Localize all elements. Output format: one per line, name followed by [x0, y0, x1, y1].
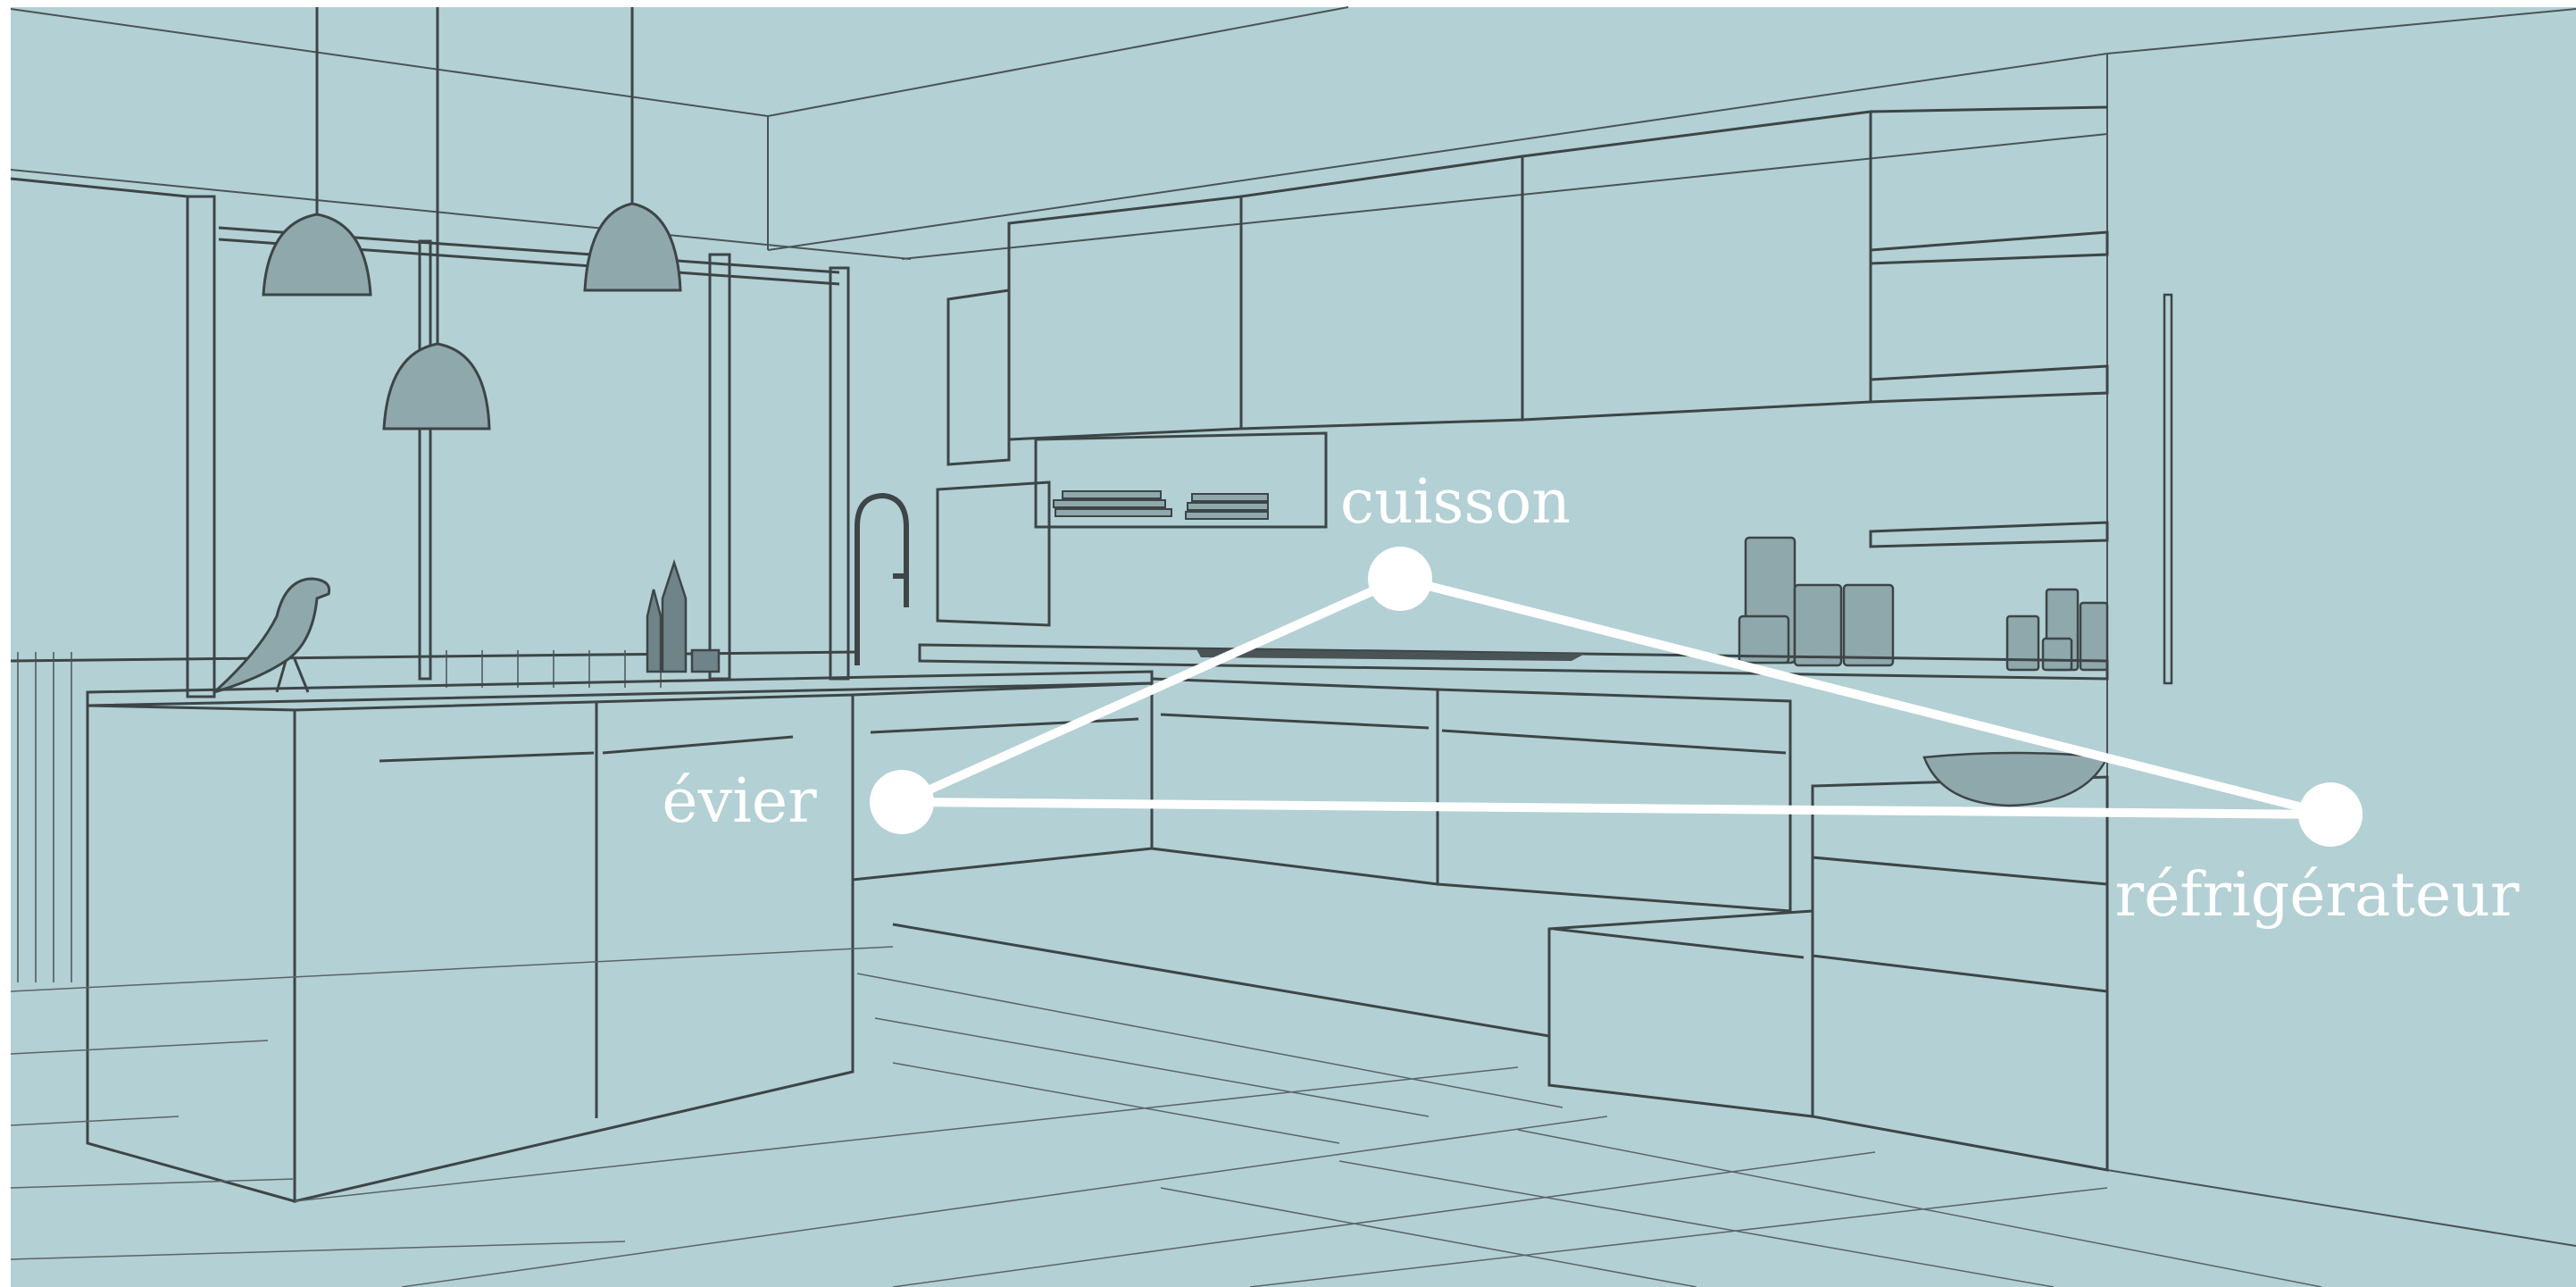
fridge-handle — [2163, 293, 2173, 685]
sink-marker — [870, 770, 934, 834]
fridge-marker — [2298, 782, 2363, 847]
bottles — [646, 558, 721, 673]
railing — [17, 650, 662, 982]
pendant-lamps — [262, 7, 682, 430]
edge-sink-fridge — [897, 798, 2335, 819]
cooktop — [1196, 649, 1585, 661]
work-triangle — [897, 574, 2335, 819]
wall-backdrop — [11, 7, 2576, 1287]
edge-cooking-fridge — [1396, 574, 2335, 819]
storage-jars — [1738, 536, 2109, 672]
label-cooking: cuisson — [1340, 467, 1571, 538]
upper-cabinets — [1007, 105, 2109, 548]
edge-sink-cooking — [897, 574, 1405, 806]
wall-pictures — [936, 288, 1051, 627]
floor-boards — [10, 946, 2322, 1287]
label-sink: évier — [662, 766, 817, 837]
fruit-bowl — [1922, 751, 2109, 807]
cooking-marker — [1368, 547, 1432, 611]
shelf-books — [1053, 490, 1269, 520]
label-fridge: réfrigérateur — [2115, 860, 2520, 931]
faucet — [854, 492, 909, 665]
